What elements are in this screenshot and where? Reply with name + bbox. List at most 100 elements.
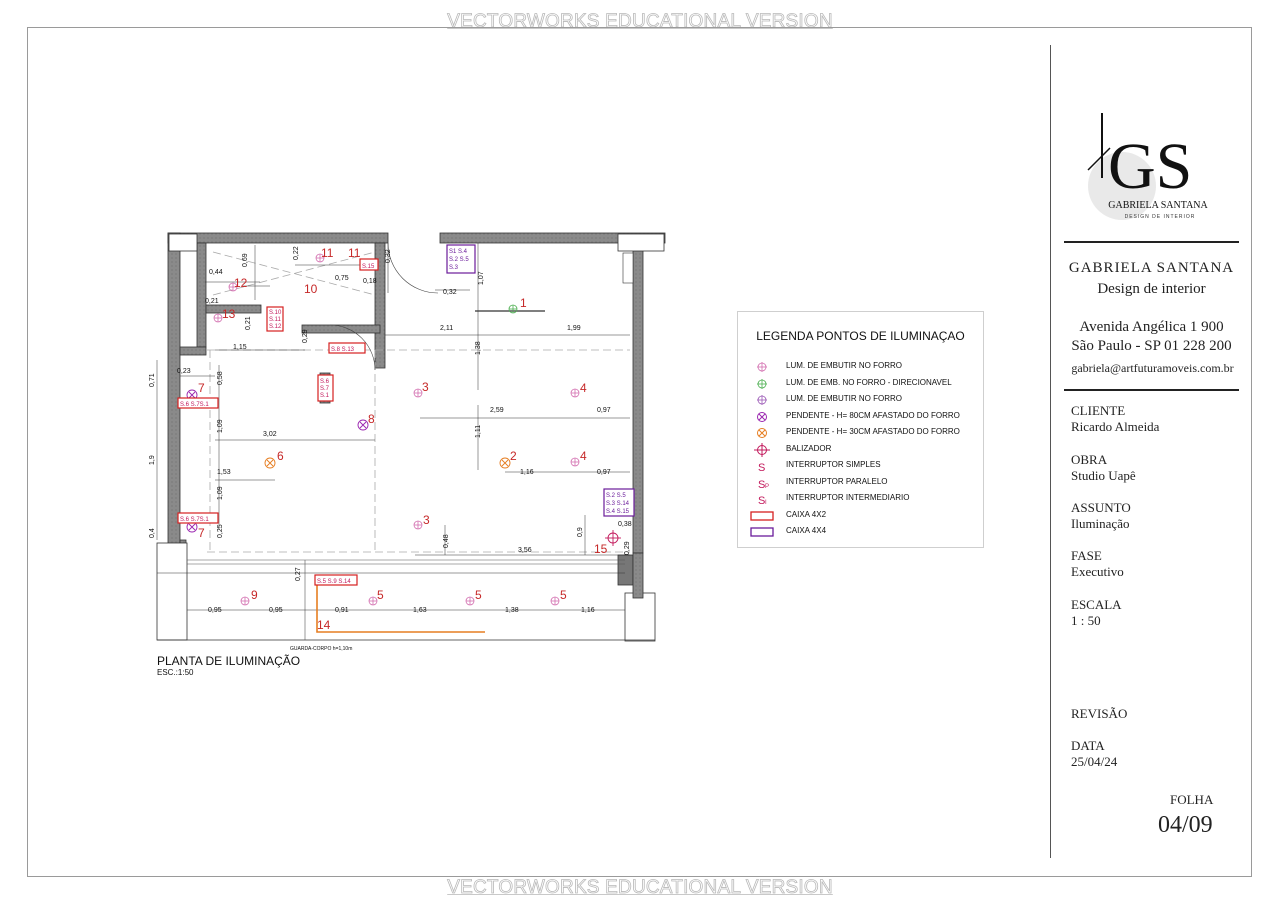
designer-subtitle: Design de interior (1097, 281, 1206, 297)
legend-item-label: PENDENTE - H= 30CM AFASTADO DO FORRO (786, 427, 960, 436)
svg-text:1,16: 1,16 (581, 607, 595, 614)
legend-item-label: LUM. DE EMB. NO FORRO - DIRECIONAVEL (786, 377, 952, 387)
marker-light-icon (750, 442, 774, 457)
svg-text:1,9: 1,9 (149, 455, 156, 465)
folha-label: FOLHA (1170, 792, 1214, 807)
logo-subtitle: GABRIELA SANTANA (1108, 200, 1208, 211)
svg-text:S.8 S.13: S.8 S.13 (331, 347, 355, 353)
svg-text:0,21: 0,21 (205, 298, 219, 305)
svg-text:0,9: 0,9 (577, 527, 584, 537)
svg-text:8: 8 (368, 412, 375, 426)
svg-text:S.6: S.6 (320, 379, 330, 385)
title-block-rule (1064, 241, 1239, 243)
title-block-separator (1050, 45, 1051, 858)
box-red-icon (750, 509, 774, 523)
svg-text:S.2 S.5: S.2 S.5 (606, 493, 626, 499)
fase-label: FASE (1071, 548, 1102, 563)
svg-text:0,58: 0,58 (217, 371, 224, 385)
escala-label: ESCALA (1071, 597, 1122, 612)
obra-label: OBRA (1071, 452, 1108, 467)
sheet-frame (27, 27, 1252, 877)
svg-text:2,59: 2,59 (490, 407, 504, 414)
svg-text:GUARDA-CORPO h=1,10m: GUARDA-CORPO h=1,10m (290, 646, 352, 652)
svg-text:3: 3 (423, 513, 430, 527)
fase-value: Executivo (1071, 564, 1124, 579)
plan-scale: ESC.:1:50 (157, 668, 194, 677)
svg-text:11: 11 (348, 246, 361, 260)
svg-text:6: 6 (277, 449, 284, 463)
legend-item-label: INTERRUPTOR INTERMEDIARIO (786, 493, 910, 502)
svg-text:0,44: 0,44 (209, 269, 223, 276)
svg-text:1,16: 1,16 (520, 469, 534, 476)
svg-text:S.6 S.7S.1: S.6 S.7S.1 (180, 517, 209, 523)
svg-text:0,4: 0,4 (149, 528, 156, 538)
svg-text:S: S (758, 462, 765, 473)
escala-value: 1 : 50 (1071, 613, 1101, 628)
assunto-value: Iluminação (1071, 516, 1130, 531)
svg-text:3: 3 (422, 380, 429, 394)
svg-text:S: S (758, 495, 765, 506)
address-line-2: São Paulo - SP 01 228 200 (1071, 338, 1232, 354)
svg-text:15: 15 (594, 542, 608, 556)
legend-item: BALIZADOR (738, 442, 983, 457)
floor-plan: 0,69 0,44 0,22 0,75 0,18 0,32 1,07 0,32 … (149, 232, 666, 652)
svg-text:1,15: 1,15 (233, 344, 247, 351)
svg-text:0,95: 0,95 (208, 607, 222, 614)
legend-item: PENDENTE - H= 30CM AFASTADO DO FORRO (738, 426, 983, 440)
svg-text:1,63: 1,63 (413, 607, 427, 614)
svg-text:P: P (765, 484, 769, 490)
legend-item: CAIXA 4X4 (738, 525, 983, 539)
svg-text:7: 7 (198, 381, 205, 395)
switch-simple-icon: S (750, 459, 774, 474)
svg-text:0,23: 0,23 (177, 368, 191, 375)
obra-value: Studio Uapê (1071, 468, 1136, 483)
svg-text:3,56: 3,56 (518, 547, 532, 554)
svg-text:0,18: 0,18 (363, 278, 377, 285)
svg-text:0,69: 0,69 (242, 253, 249, 267)
legend-item-label: CAIXA 4X4 (786, 526, 827, 535)
svg-text:S1 S.4: S1 S.4 (449, 249, 468, 255)
legend-title: LEGENDA PONTOS DE ILUMINAÇAO (756, 329, 965, 343)
pendant-purple-icon (750, 410, 774, 424)
svg-text:1,11: 1,11 (475, 425, 482, 438)
svg-text:S.12: S.12 (269, 324, 282, 330)
svg-text:4: 4 (580, 381, 587, 395)
box-purple-icon (750, 525, 774, 539)
assunto-label: ASSUNTO (1071, 500, 1131, 515)
cliente-value: Ricardo Almeida (1071, 419, 1160, 434)
svg-text:S.3 S.14: S.3 S.14 (606, 501, 630, 507)
svg-text:S.10: S.10 (269, 310, 282, 316)
svg-text:4: 4 (580, 449, 587, 463)
legend-item: LUM. DE EMBUTIR NO FORRO (738, 393, 983, 407)
legend-item-label: LUM. DE EMBUTIR NO FORRO (786, 394, 903, 403)
svg-text:2,11: 2,11 (440, 325, 453, 332)
legend-item-label: BALIZADOR (786, 443, 832, 453)
svg-text:0,75: 0,75 (335, 275, 349, 282)
email[interactable]: gabriela@artfuturamoveis.com.br (1071, 361, 1234, 375)
svg-text:1,09: 1,09 (217, 419, 224, 433)
svg-text:S.7: S.7 (320, 386, 330, 392)
svg-text:0,25: 0,25 (217, 524, 224, 538)
legend-item: LUM. DE EMBUTIR NO FORRO (738, 360, 983, 374)
svg-text:1,38: 1,38 (475, 341, 482, 355)
svg-text:I: I (765, 500, 767, 506)
svg-text:0,22: 0,22 (293, 246, 300, 260)
svg-text:0,38: 0,38 (618, 521, 632, 528)
svg-text:5: 5 (377, 588, 384, 602)
watermark-bottom: VECTORWORKS EDUCATIONAL VERSION (447, 877, 833, 899)
svg-text:1: 1 (520, 296, 527, 310)
revisao-label: REVISÃO (1071, 706, 1128, 721)
svg-text:S: S (758, 479, 765, 490)
lighting-legend: LEGENDA PONTOS DE ILUMINAÇAO LUM. DE EMB… (737, 311, 984, 548)
legend-item-label: PENDENTE - H= 80CM AFASTADO DO FORRO (786, 410, 960, 420)
svg-text:2: 2 (510, 449, 517, 463)
svg-text:S.4 S.15: S.4 S.15 (606, 509, 630, 515)
designer-name: GABRIELA SANTANA (1068, 260, 1235, 276)
svg-text:0,97: 0,97 (597, 469, 611, 476)
svg-text:11: 11 (321, 246, 334, 260)
svg-text:0,95: 0,95 (269, 607, 283, 614)
